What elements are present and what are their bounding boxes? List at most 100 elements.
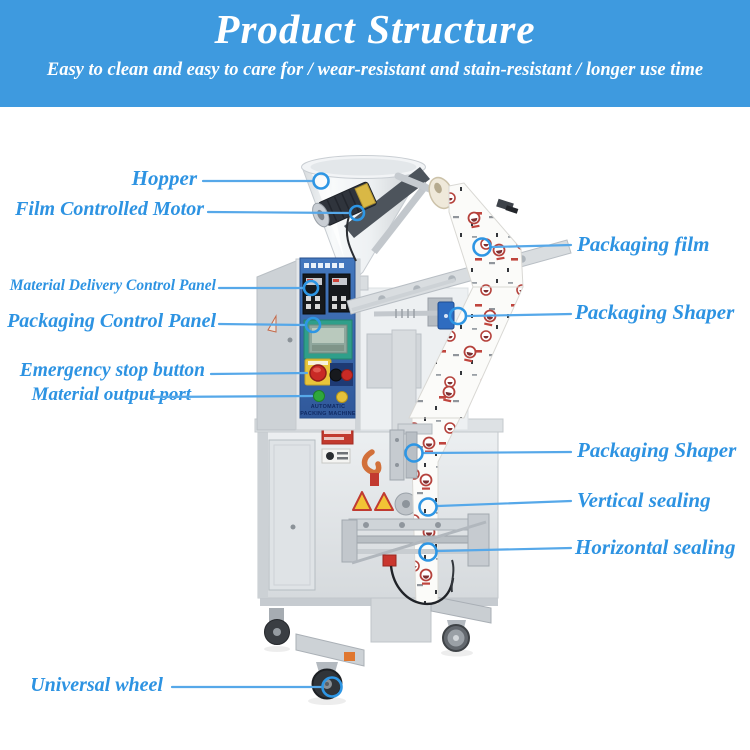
yellow-button <box>336 391 348 403</box>
roll-hub <box>434 182 442 194</box>
front-guide-rod <box>351 278 456 312</box>
tension-clamp <box>496 198 514 212</box>
control-panel-face <box>299 257 356 419</box>
inner-frame <box>359 287 469 431</box>
label-sticker-bar2 <box>337 457 348 460</box>
horizontal-seal-rod2 <box>351 549 483 554</box>
panel-header-char <box>325 263 330 268</box>
vertical-seal-plate <box>405 431 418 479</box>
motor-label <box>354 182 377 209</box>
black-cable <box>450 559 455 593</box>
motor-cable <box>345 215 357 262</box>
cabinet-door <box>268 439 316 591</box>
horizontal-sealing-callout-line <box>436 546 573 553</box>
inner-box <box>427 297 453 327</box>
film-middle-band <box>408 286 524 419</box>
feed-frame <box>346 239 572 315</box>
lcd-screen <box>308 324 348 354</box>
emergency-stop-button <box>309 364 327 382</box>
panel-text-line1: AUTOMATIC <box>311 404 346 410</box>
left-foot-beam <box>295 633 365 667</box>
controller-display <box>332 278 347 285</box>
delivery-controller-left <box>302 273 326 315</box>
page-title: Product Structure <box>214 6 536 52</box>
orange-handle <box>361 449 382 476</box>
vertical-seal-plate <box>389 429 405 481</box>
panel-header-char <box>339 263 344 268</box>
motor-rib <box>348 190 360 212</box>
roll-flange <box>428 176 454 210</box>
inner-machinery <box>359 287 469 431</box>
wheel-shadow <box>264 646 290 652</box>
film-print-logo <box>419 473 433 491</box>
callout-label-packaging-film: Packaging film <box>577 232 710 256</box>
universal-wheel-front <box>311 668 343 700</box>
lower-cabinet <box>254 418 504 606</box>
cabinet-divider-beam <box>254 418 504 433</box>
label-sticker <box>321 448 351 464</box>
shaper-bolt <box>444 314 448 318</box>
switch-backing <box>330 363 353 386</box>
adjust-disc <box>394 492 418 516</box>
cabinet-door-inner <box>273 444 311 586</box>
shaper-assembly <box>351 278 456 330</box>
callout-label-packaging-control-panel: Packaging Control Panel <box>7 310 216 332</box>
controller-key <box>341 296 346 301</box>
motor-rib <box>333 196 345 219</box>
packaging-panel-callout-circle <box>304 316 322 334</box>
seal-bolt <box>399 522 405 528</box>
callout-label-film-controlled-motor: Film Controlled Motor <box>15 198 204 220</box>
panel-text-line2: PACKING MACHINE <box>300 411 356 417</box>
emergency-label <box>308 361 328 365</box>
film-print-logo <box>440 384 457 404</box>
motor-cap <box>312 202 330 228</box>
packaging-shaper-block <box>437 301 455 330</box>
base-wheels <box>264 595 492 705</box>
callout-label-packaging-shaper-upper: Packaging Shaper <box>575 300 735 324</box>
roll-arm-strut <box>371 181 430 255</box>
door-handle <box>290 524 296 530</box>
controller-key <box>332 296 337 301</box>
seal-bolt <box>395 438 399 442</box>
motor-rib <box>326 199 338 222</box>
wheel-shadow <box>441 649 473 657</box>
rear-left-wheel <box>264 619 290 645</box>
hopper-rim <box>301 155 426 179</box>
horizontal-seal-bar <box>348 518 486 531</box>
upper-cabinet-front <box>295 258 361 431</box>
red-lever-tip <box>370 473 379 486</box>
callout-label-material-delivery-control-panel: Material Delivery Control Panel <box>9 277 216 294</box>
controller-digits <box>307 279 313 282</box>
foot-sticker <box>344 652 355 661</box>
caster-fork <box>269 608 284 622</box>
hopper-callout-circle <box>312 172 330 190</box>
red-clip <box>382 554 397 567</box>
control-panel: AUTOMATIC PACKING MACHINE <box>299 257 356 419</box>
horizontal-sealing-assembly <box>341 513 490 606</box>
danger-sticker-text2 <box>324 437 344 440</box>
packaging-film-callout-circle <box>472 237 492 257</box>
lcd-screen-glare <box>312 328 344 343</box>
controller-key <box>315 304 320 309</box>
wheel-rim <box>447 629 465 647</box>
film-print-logo <box>491 242 508 262</box>
motor-body-group <box>312 181 377 228</box>
warning-triangle-icon <box>374 492 394 511</box>
inner-block <box>366 333 422 389</box>
horizontal-sealing-callout-circle <box>418 542 438 562</box>
callout-label-horizontal-sealing: Horizontal sealing <box>575 535 736 559</box>
caster-fork <box>316 662 338 676</box>
callout-label-hopper: Hopper <box>131 166 197 190</box>
seal-end-block <box>467 513 490 567</box>
wheel-axle <box>325 682 329 686</box>
selector-knob <box>329 368 343 382</box>
tension-clamp-tip <box>505 205 519 214</box>
vertical-sealing-callout-circle <box>418 497 438 517</box>
packaging-shaper-lower-callout-circle <box>404 443 424 463</box>
emergency-stop-housing <box>304 358 332 386</box>
film-vertical-band <box>411 417 461 605</box>
film-motor <box>312 167 430 262</box>
callout-label-material-output-port: Material output port <box>31 384 191 405</box>
frame-hole <box>448 275 456 283</box>
red-button <box>341 369 353 381</box>
